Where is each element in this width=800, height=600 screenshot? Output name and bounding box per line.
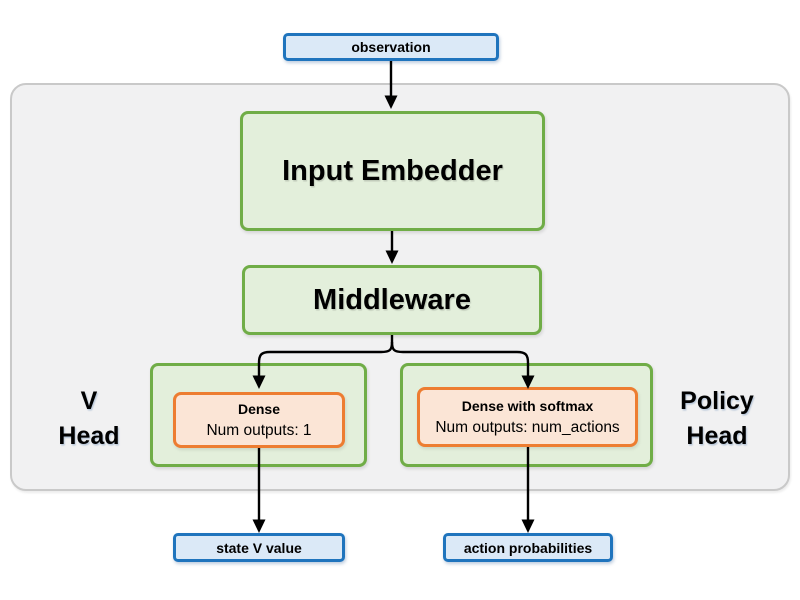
arrowhead-v-head-to-output xyxy=(252,519,266,533)
policy-dense-title: Dense with softmax xyxy=(461,398,594,414)
v-dense-node: Dense Num outputs: 1 xyxy=(173,392,345,448)
action-probabilities-node: action probabilities xyxy=(443,533,613,562)
action-probabilities-label: action probabilities xyxy=(463,539,593,556)
v-dense-title: Dense xyxy=(237,401,281,417)
policy-dense-subtitle: Num outputs: num_actions xyxy=(435,419,620,436)
state-v-value-node: state V value xyxy=(173,533,345,562)
input-embedder-node-label: Input Embedder xyxy=(282,154,503,187)
policy-head-label-line2: Head xyxy=(686,422,748,450)
state-v-value-label: state V value xyxy=(216,539,302,556)
v-head-label-line1: V xyxy=(80,387,98,415)
policy-head-label-line1: Policy xyxy=(680,387,754,415)
middleware-node-label: Middleware xyxy=(313,283,471,316)
v-head-label-line2: Head xyxy=(58,422,120,450)
input-embedder-node: Input Embedder xyxy=(240,111,545,231)
arrowhead-policy-head-to-output xyxy=(521,519,535,533)
observation-node: observation xyxy=(283,33,499,61)
observation-node-label: observation xyxy=(351,39,431,55)
v-dense-subtitle: Num outputs: 1 xyxy=(206,422,312,439)
v-head-label: V Head xyxy=(36,384,142,454)
policy-head-label: Policy Head xyxy=(659,384,775,454)
middleware-node: Middleware xyxy=(242,265,542,335)
policy-dense-node: Dense with softmax Num outputs: num_acti… xyxy=(417,387,638,447)
